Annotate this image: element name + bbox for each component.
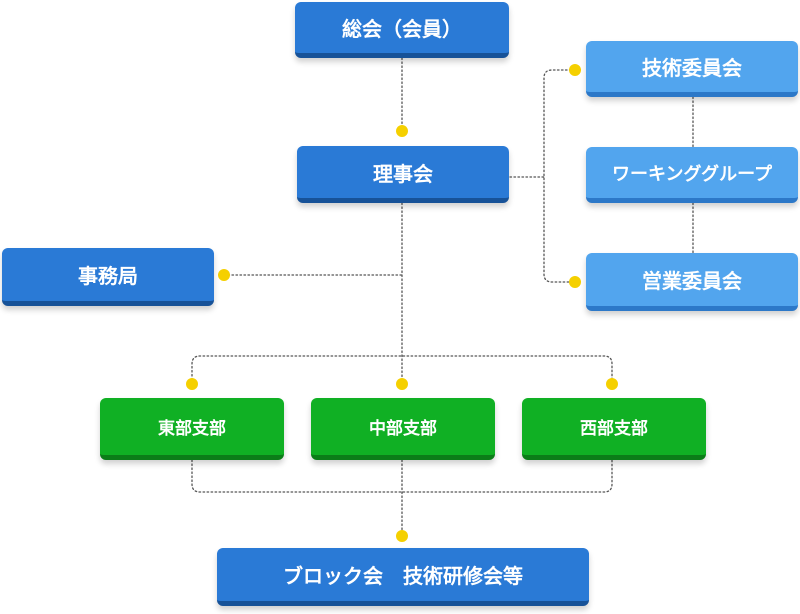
node-central-branch: 中部支部 xyxy=(311,398,495,460)
node-block-meetings: ブロック会 技術研修会等 xyxy=(217,548,589,606)
connector-dot xyxy=(218,269,230,281)
connector-branches-bus-bottom xyxy=(191,459,613,537)
connector-board-committees xyxy=(509,69,576,283)
connector-dot xyxy=(569,276,581,288)
node-general-assembly: 総会（会員） xyxy=(295,2,509,58)
node-secretariat: 事務局 xyxy=(2,248,214,306)
connector-dot xyxy=(396,125,408,137)
connector-dot xyxy=(606,378,618,390)
connector-dot xyxy=(396,378,408,390)
node-sales-committee: 営業委員会 xyxy=(586,253,798,311)
node-west-branch: 西部支部 xyxy=(522,398,706,460)
node-tech-committee: 技術委員会 xyxy=(586,41,798,97)
connector-dot xyxy=(186,378,198,390)
node-working-group: ワーキンググループ xyxy=(586,147,798,203)
node-board: 理事会 xyxy=(297,146,509,203)
connector-dot xyxy=(569,64,581,76)
connector-dot xyxy=(396,530,408,542)
node-east-branch: 東部支部 xyxy=(100,398,284,460)
